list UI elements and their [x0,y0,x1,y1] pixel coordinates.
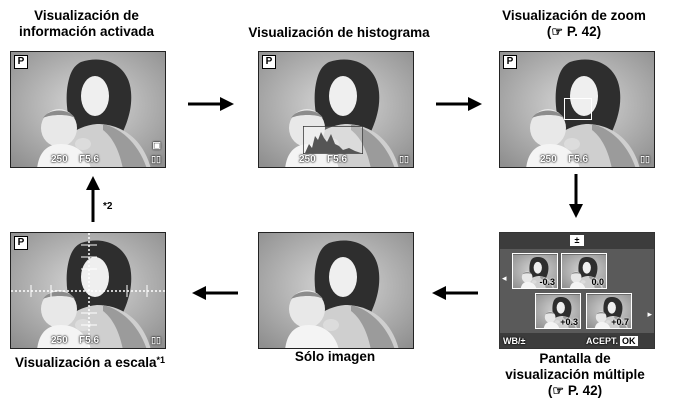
thumbnail-value: 0.0 [591,277,604,287]
caption-scale-note: *1 [156,355,166,365]
thumbnail-value: -0.3 [539,277,555,287]
caption-scale: Visualización a escala*1 [0,355,180,371]
screen-info-on: P 250 F5.6 ▣ ▯▯ [10,51,166,168]
photo [11,52,166,168]
arrow-up [85,176,101,222]
caption-info-on: Visualización de información activada [0,8,173,40]
caption-multi-line2: visualización múltiple [505,367,645,382]
caption-zoom: Visualización de zoom (☞ P. 42) [478,8,670,40]
screen-histogram: P 250 F5.6 ▯▯ [258,51,414,168]
caption-scale-text: Visualización a escala [14,355,157,370]
exposure-comp-icon: ± [570,235,584,246]
card-icon: ▯▯ [399,154,409,164]
footer-right: ACEPT.OK [586,336,638,347]
thumbnail-value: +0.3 [560,317,578,327]
mode-badge: P [503,55,517,69]
arrow-note: *2 [103,201,113,212]
arrow-right-2 [436,96,482,112]
caption-zoom-ref-text: P. 42) [566,24,602,39]
arrow-left-1 [432,285,478,301]
thumbnail-4: +0.7 [586,293,632,329]
aperture-readout: F5.6 [327,154,348,165]
caption-multi-line1: Pantalla de [539,351,611,366]
card-icon: ▯▯ [640,154,650,164]
thumbnail-3: +0.3 [535,293,581,329]
caption-histogram-text: Visualización de histograma [248,25,430,40]
mode-badge: P [14,236,28,250]
caption-multi-ref-text: P. 42) [567,383,603,398]
footer-left: WB/± [503,336,525,347]
arrow-left-2 [192,285,238,301]
scroll-right-icon: ▸ [647,309,652,319]
shutter-readout: 250 [51,335,68,346]
card-icon: ▯▯ [151,154,161,164]
reference-icon: ☞ [552,383,565,398]
card-icon: ▯▯ [151,335,161,345]
reference-icon: ☞ [551,24,564,39]
aperture-readout: F5.6 [79,335,100,346]
screen-only-image [258,232,414,349]
caption-only-image: Sólo imagen [255,349,415,365]
shutter-readout: 250 [299,154,316,165]
thumbnail-2: 0.0 [561,253,607,289]
caption-multi: Pantalla de visualización múltiple (☞ P.… [480,351,670,399]
caption-histogram: Visualización de histograma [226,25,452,41]
screen-scale: P 250 F5.6 ▯▯ [10,232,166,349]
mode-badge: P [262,55,276,69]
scroll-left-icon: ◂ [502,273,507,283]
footer-left-text: WB/ [503,336,521,346]
scale-grid [11,233,165,348]
arrow-right-1 [188,96,234,112]
caption-multi-ref: (☞ P. 42) [547,383,603,398]
exposure-comp-small-icon: ± [520,336,526,346]
shutter-readout: 250 [51,154,68,165]
screen-zoom: P 250 F5.6 ▯▯ [499,51,655,168]
thumbnail-value: +0.7 [611,317,629,327]
caption-only-image-text: Sólo imagen [294,349,376,364]
shutter-readout: 250 [540,154,557,165]
quality-icon: ▣ [152,140,161,150]
caption-info-on-line1: Visualización de [34,8,139,23]
thumbnail-1: -0.3 [512,253,558,289]
aperture-readout: F5.6 [568,154,589,165]
screen-multi-view: ± ◂ ▸ -0.3 0.0 +0.3 +0.7 WB/± ACEPT.OK [499,232,655,349]
caption-info-on-line2: información activada [18,24,155,39]
aperture-readout: F5.6 [79,154,100,165]
multi-footer [500,333,654,348]
arrow-down [568,174,584,218]
footer-right-text: ACEPT. [586,336,619,346]
mode-badge: P [14,55,28,69]
photo [259,233,414,349]
ok-button-icon: OK [620,336,638,346]
caption-zoom-ref: (☞ P. 42) [546,24,602,39]
zoom-frame [564,98,592,120]
histogram-graph [303,126,363,154]
caption-zoom-line1: Visualización de zoom [502,8,646,23]
